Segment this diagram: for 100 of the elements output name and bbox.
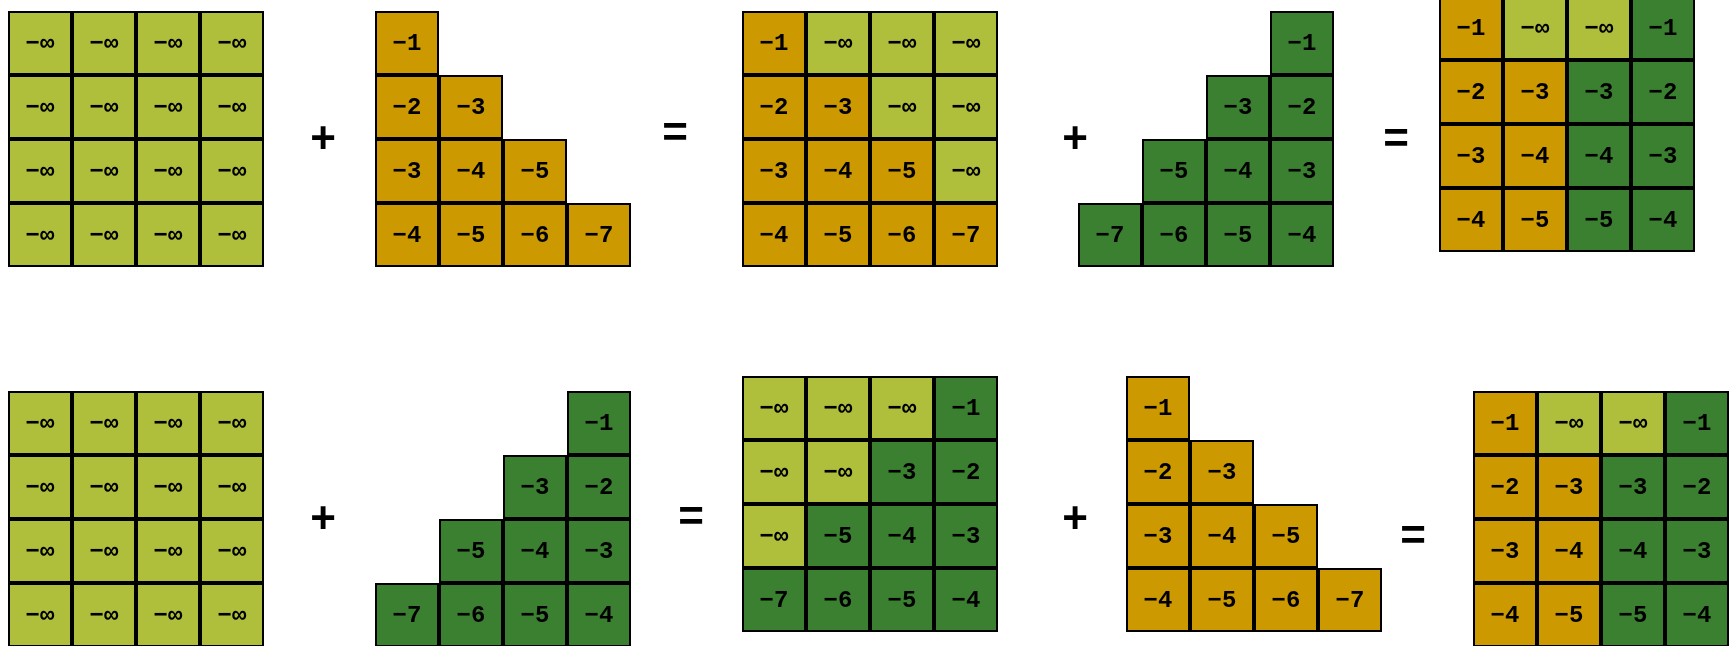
matrix-cell: −5 bbox=[870, 568, 934, 632]
matrix-cell: −∞ bbox=[1567, 0, 1631, 60]
matrix-cell: −1 bbox=[742, 11, 806, 75]
matrix-cell: −3 bbox=[567, 519, 631, 583]
matrix-cell: −3 bbox=[1473, 519, 1537, 583]
matrix-cell: −4 bbox=[1567, 124, 1631, 188]
matrix-cell: −3 bbox=[742, 139, 806, 203]
matrix-cell: −∞ bbox=[72, 11, 136, 75]
matrix-cell: −3 bbox=[1601, 455, 1665, 519]
matrix-cell: −2 bbox=[934, 440, 998, 504]
matrix-cell: −∞ bbox=[806, 376, 870, 440]
matrix-cell: −7 bbox=[934, 203, 998, 267]
matrix-cell: −∞ bbox=[136, 139, 200, 203]
matrix-cell: −3 bbox=[1439, 124, 1503, 188]
matrix-cell: −∞ bbox=[870, 75, 934, 139]
matrix-cell: −7 bbox=[742, 568, 806, 632]
matrix-cell: −∞ bbox=[742, 504, 806, 568]
matrix-cell: −∞ bbox=[72, 455, 136, 519]
matrix-cell: −5 bbox=[503, 583, 567, 646]
matrix-cell: −6 bbox=[439, 583, 503, 646]
matrix-cell: −∞ bbox=[742, 440, 806, 504]
matrix-cell: −∞ bbox=[742, 376, 806, 440]
matrix-cell: −5 bbox=[439, 519, 503, 583]
matrix-cell: −4 bbox=[806, 139, 870, 203]
matrix-cell: −6 bbox=[1142, 203, 1206, 267]
matrix-cell: −∞ bbox=[136, 203, 200, 267]
matrix-cell: −4 bbox=[1537, 519, 1601, 583]
matrix-cell: −∞ bbox=[1537, 391, 1601, 455]
matrix-cell: −4 bbox=[1503, 124, 1567, 188]
matrix-cell: −∞ bbox=[1503, 0, 1567, 60]
matrix-cell: −4 bbox=[1270, 203, 1334, 267]
matrix-cell: −2 bbox=[1473, 455, 1537, 519]
matrix-cell: −∞ bbox=[72, 203, 136, 267]
matrix-cell: −3 bbox=[1190, 440, 1254, 504]
matrix-cell: −∞ bbox=[200, 75, 264, 139]
matrix-cell: −4 bbox=[1473, 583, 1537, 646]
matrix-cell: −5 bbox=[1567, 188, 1631, 252]
matrix-cell: −2 bbox=[1439, 60, 1503, 124]
matrix-cell: −4 bbox=[567, 583, 631, 646]
matrix-cell: −5 bbox=[806, 203, 870, 267]
matrix-cell: −∞ bbox=[136, 455, 200, 519]
matrix-cell: −∞ bbox=[806, 440, 870, 504]
matrix-cell: −3 bbox=[934, 504, 998, 568]
matrix-cell: −∞ bbox=[8, 519, 72, 583]
matrix-cell: −∞ bbox=[200, 519, 264, 583]
matrix-cell: −3 bbox=[806, 75, 870, 139]
matrix-cell: −1 bbox=[1439, 0, 1503, 60]
matrix-cell: −5 bbox=[806, 504, 870, 568]
matrix-cell: −4 bbox=[1206, 139, 1270, 203]
matrix-cell: −2 bbox=[567, 455, 631, 519]
matrix-cell: −3 bbox=[1631, 124, 1695, 188]
matrix-cell: −4 bbox=[1190, 504, 1254, 568]
matrix-cell: −∞ bbox=[72, 583, 136, 646]
matrix-cell: −∞ bbox=[806, 11, 870, 75]
matrix-cell: −∞ bbox=[200, 455, 264, 519]
matrix-cell: −∞ bbox=[136, 519, 200, 583]
matrix-cell: −1 bbox=[1665, 391, 1729, 455]
matrix-cell: −3 bbox=[1270, 139, 1334, 203]
matrix-cell: −2 bbox=[1270, 75, 1334, 139]
matrix-cell: −3 bbox=[375, 139, 439, 203]
matrix-cell: −3 bbox=[1503, 60, 1567, 124]
matrix-cell: −5 bbox=[870, 139, 934, 203]
operator-sign: = bbox=[1400, 513, 1426, 557]
operator-sign: + bbox=[310, 496, 336, 540]
matrix-cell: −5 bbox=[1537, 583, 1601, 646]
matrix-cell: −6 bbox=[870, 203, 934, 267]
matrix-cell: −∞ bbox=[72, 75, 136, 139]
matrix-cell: −3 bbox=[439, 75, 503, 139]
matrix-cell: −2 bbox=[1126, 440, 1190, 504]
matrix-cell: −1 bbox=[567, 391, 631, 455]
matrix-cell: −5 bbox=[1190, 568, 1254, 632]
matrix-cell: −∞ bbox=[200, 583, 264, 646]
matrix-cell: −∞ bbox=[8, 455, 72, 519]
matrix-cell: −4 bbox=[934, 568, 998, 632]
matrix-cell: −1 bbox=[1270, 11, 1334, 75]
operator-sign: + bbox=[1062, 496, 1088, 540]
matrix-cell: −∞ bbox=[200, 11, 264, 75]
matrix-cell: −1 bbox=[1126, 376, 1190, 440]
matrix-cell: −2 bbox=[1631, 60, 1695, 124]
matrix-cell: −∞ bbox=[934, 11, 998, 75]
matrix-cell: −4 bbox=[375, 203, 439, 267]
matrix-cell: −∞ bbox=[934, 75, 998, 139]
matrix-cell: −6 bbox=[1254, 568, 1318, 632]
matrix-cell: −∞ bbox=[870, 11, 934, 75]
operator-sign: = bbox=[678, 494, 704, 538]
matrix-cell: −4 bbox=[503, 519, 567, 583]
matrix-cell: −5 bbox=[503, 139, 567, 203]
matrix-cell: −1 bbox=[375, 11, 439, 75]
matrix-cell: −3 bbox=[1567, 60, 1631, 124]
operator-sign: = bbox=[662, 110, 688, 154]
matrix-cell: −∞ bbox=[1601, 391, 1665, 455]
matrix-cell: −∞ bbox=[200, 203, 264, 267]
matrix-cell: −1 bbox=[1631, 0, 1695, 60]
matrix-cell: −5 bbox=[1142, 139, 1206, 203]
matrix-cell: −5 bbox=[439, 203, 503, 267]
matrix-cell: −∞ bbox=[136, 391, 200, 455]
operator-sign: + bbox=[310, 116, 336, 160]
operator-sign: + bbox=[1062, 116, 1088, 160]
matrix-cell: −3 bbox=[1665, 519, 1729, 583]
matrix-cell: −2 bbox=[1665, 455, 1729, 519]
